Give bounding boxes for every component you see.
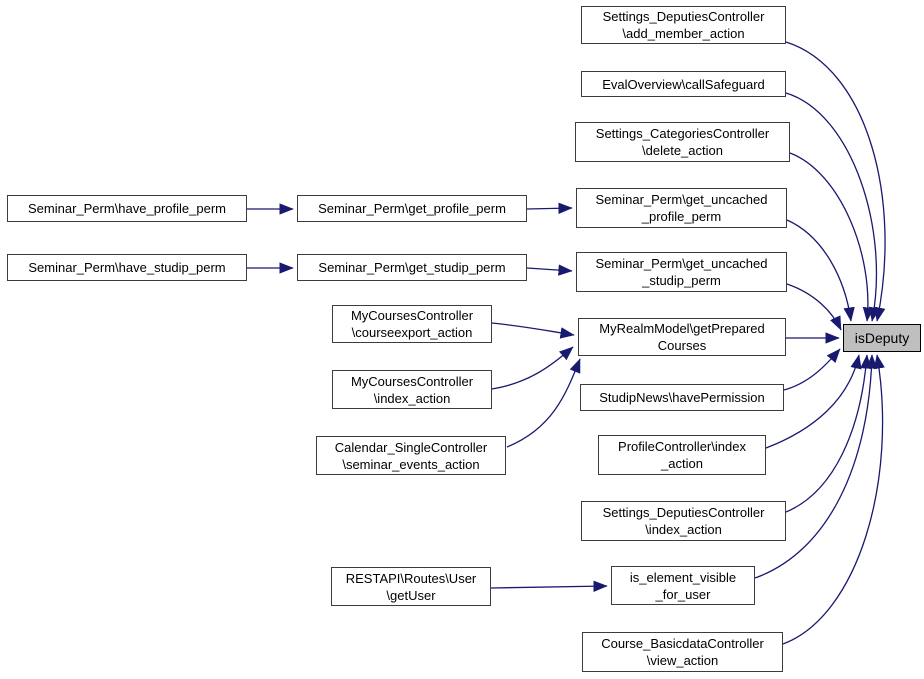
edge-seminar-events-to-get-prepared-courses <box>506 358 581 448</box>
node-mycourses-courseexport-action[interactable]: MyCoursesController \courseexport_action <box>332 305 492 343</box>
edge-deputies-index-to-is-deputy <box>785 354 872 513</box>
node-profilecontroller-index-action[interactable]: ProfileController\index _action <box>598 435 766 475</box>
edge-add-member-to-is-deputy <box>785 41 886 322</box>
node-seminar-perm-have-studip-perm[interactable]: Seminar_Perm\have_studip_perm <box>7 254 247 281</box>
edge-get-uncached-profile-to-is-deputy <box>786 219 855 322</box>
node-seminar-perm-get-studip-perm[interactable]: Seminar_Perm\get_studip_perm <box>297 254 527 281</box>
node-course-basicdata-view-action[interactable]: Course_BasicdataController \view_action <box>582 632 783 672</box>
node-mycourses-index-action[interactable]: MyCoursesController \index_action <box>332 370 492 409</box>
node-studipnews-havepermission[interactable]: StudipNews\havePermission <box>580 384 784 411</box>
node-evaloverview-callsafeguard[interactable]: EvalOverview\callSafeguard <box>581 71 786 97</box>
edge-view-action-to-is-deputy <box>782 354 885 645</box>
edge-delete-action-to-is-deputy <box>789 152 875 322</box>
edge-is-element-visible-to-is-deputy <box>754 354 878 579</box>
node-seminar-perm-get-uncached-profile-perm[interactable]: Seminar_Perm\get_uncached _profile_perm <box>576 188 787 228</box>
node-seminar-perm-get-uncached-studip-perm[interactable]: Seminar_Perm\get_uncached _studip_perm <box>576 252 787 292</box>
edge-get-uncached-studip-to-is-deputy <box>786 283 842 331</box>
node-myrealmmodel-getpreparedcourses[interactable]: MyRealmModel\getPrepared Courses <box>578 318 786 356</box>
node-settings-deputies-index-action[interactable]: Settings_DeputiesController \index_actio… <box>581 501 786 541</box>
edge-call-safeguard-to-is-deputy <box>785 92 881 322</box>
edge-have-permission-to-is-deputy <box>783 348 841 391</box>
node-settings-deputies-add-member-action[interactable]: Settings_DeputiesController \add_member_… <box>581 6 786 44</box>
node-seminar-perm-get-profile-perm[interactable]: Seminar_Perm\get_profile_perm <box>297 195 527 222</box>
edge-mycourses-index-to-get-prepared-courses <box>491 346 574 390</box>
edge-get-user-to-is-element-visible <box>490 580 608 592</box>
node-calendar-single-seminar-events-action[interactable]: Calendar_SingleController \seminar_event… <box>316 436 506 475</box>
node-is-deputy: isDeputy <box>843 324 921 352</box>
node-is-element-visible-for-user[interactable]: is_element_visible _for_user <box>611 566 755 605</box>
edge-profile-index-to-is-deputy <box>765 354 862 449</box>
edge-get-profile-perm-to-get-uncached-profile-perm <box>526 202 573 215</box>
edge-get-studip-perm-to-get-uncached-studip-perm <box>526 264 573 276</box>
node-seminar-perm-have-profile-perm[interactable]: Seminar_Perm\have_profile_perm <box>7 195 247 222</box>
edge-courseexport-to-get-prepared-courses <box>491 322 575 339</box>
node-restapi-routes-user-getuser[interactable]: RESTAPI\Routes\User \getUser <box>331 567 491 606</box>
node-settings-categories-delete-action[interactable]: Settings_CategoriesController \delete_ac… <box>575 122 790 162</box>
